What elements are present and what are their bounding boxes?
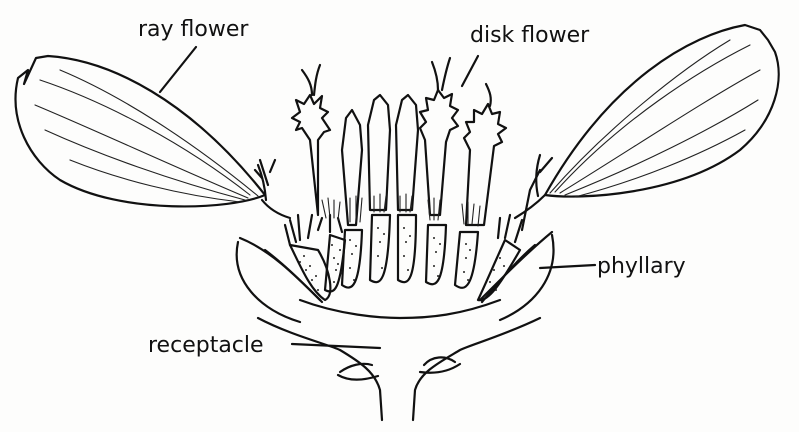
phyllaries (235, 230, 555, 324)
disk-floret-5 (394, 93, 420, 284)
disk-flower-leader (460, 54, 480, 88)
disk-floret-2 (290, 63, 347, 293)
right-ray-petal (513, 23, 780, 220)
receptacle-leader (290, 342, 382, 350)
ray-flower-label: ray flower (138, 17, 249, 42)
leader-lines (158, 45, 597, 350)
receptacle-label: receptacle (148, 333, 264, 358)
disk-flowers (253, 56, 554, 302)
phyllary-label: phyllary (597, 254, 686, 279)
disk-floret-4 (366, 93, 392, 284)
ray-flower-leader (158, 45, 198, 94)
disk-floret-8 (476, 156, 554, 302)
disk-floret-3 (340, 108, 364, 289)
receptacle-shape (256, 298, 542, 422)
disk-flower-label: disk flower (470, 23, 590, 48)
pappus-bristles (321, 193, 481, 227)
disk-floret-7 (453, 82, 508, 289)
ovary-stipple (299, 227, 505, 291)
left-ray-petal (14, 54, 292, 220)
disk-floret-1 (253, 158, 332, 302)
disk-floret-6 (418, 56, 460, 286)
phyllary-leader (538, 263, 597, 270)
